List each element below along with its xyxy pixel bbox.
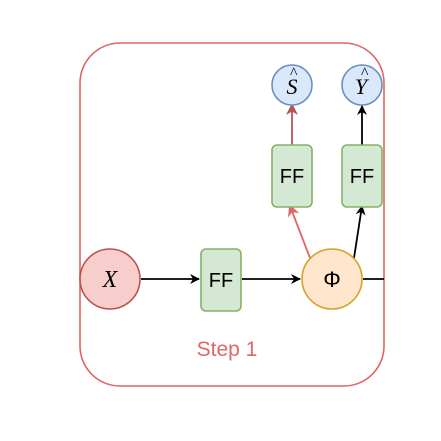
ff-box-s: FF: [271, 144, 313, 208]
ff-box-s-label: FF: [280, 166, 304, 188]
step-label: Step 1: [197, 338, 258, 361]
input-node-x: X: [79, 248, 141, 310]
ff-box-left: FF: [200, 248, 242, 312]
s-hat-node: S ^: [271, 64, 313, 106]
y-hat-node: Y ^: [341, 64, 383, 106]
ff-box-left-label: FF: [209, 270, 233, 292]
s-hat-node-accent: ^: [290, 65, 298, 82]
s-hat-node-base: S: [287, 74, 298, 99]
step-container: [79, 42, 385, 387]
edge-phi-to-ff-s: [287, 204, 311, 259]
input-node-label: X: [102, 267, 119, 293]
ff-box-y-label: FF: [350, 166, 374, 188]
y-hat-node-base: Y: [355, 74, 370, 99]
y-hat-node-accent: ^: [361, 65, 369, 82]
ff-box-y: FF: [341, 144, 383, 208]
phi-node-label: Φ: [323, 267, 341, 292]
edge-phi-to-ff-y: [353, 205, 366, 259]
phi-node: Φ: [301, 248, 363, 310]
